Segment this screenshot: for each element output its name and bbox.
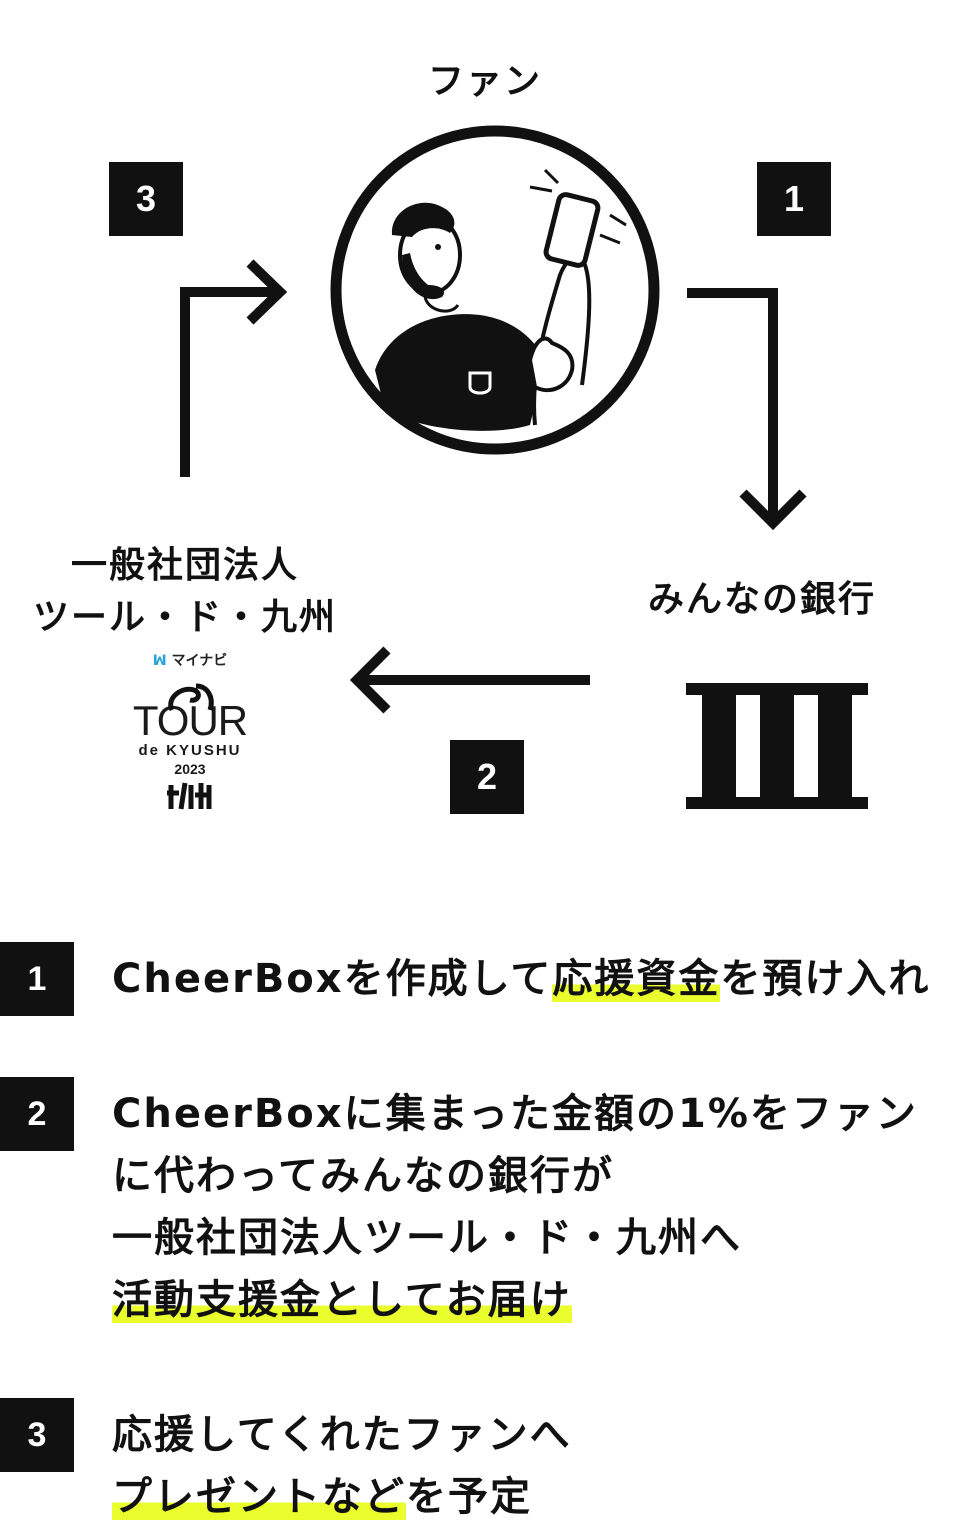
bank-logo [686, 683, 868, 809]
step-badge-2: 2 [450, 740, 524, 814]
step-2-line-2: に代わってみんなの銀行が [112, 1153, 614, 1199]
swirl-icon [168, 683, 214, 712]
kanji-mark-icon [167, 782, 212, 810]
fan-label: ファン [428, 61, 543, 102]
tour-text: TOUR [132, 697, 248, 744]
org-label-line2: ツール・ド・九州 [32, 597, 337, 638]
step-3-line-2: プレゼントなどを予定 [112, 1474, 532, 1520]
de-kyushu-text: de KYUSHU [138, 742, 242, 759]
step-2-text: CheerBoxに集まった金額の1%をファン に代わってみんなの銀行が 一般社団… [112, 1083, 918, 1331]
mynavi-mark-icon: ꟽ [152, 653, 167, 669]
step-3-text: 応援してくれたファンへ プレゼントなどを予定 [112, 1404, 572, 1528]
step-1-line-1: CheerBoxを作成して応援資金を預け入れ [112, 956, 931, 1002]
mynavi-brand: ꟽ マイナビ [128, 650, 252, 670]
step-2-line-1: CheerBoxに集まった金額の1%をファン [112, 1091, 918, 1137]
step-list-badge-3: 3 [0, 1398, 74, 1472]
org-label: 一般社団法人 ツール・ド・九州 [30, 540, 340, 644]
arrow-fan-to-bank [687, 288, 807, 531]
step-badge-1: 1 [757, 162, 831, 236]
step-2-line-3: 一般社団法人ツール・ド・九州へ [112, 1215, 742, 1261]
mynavi-brand-text: マイナビ [171, 653, 228, 669]
step-list-badge-1: 1 [0, 942, 74, 1016]
step-2-line-4: 活動支援金としてお届け [112, 1277, 572, 1323]
step-badge-3: 3 [109, 162, 183, 236]
arrow-org-to-fan [180, 259, 288, 477]
bank-label: みんなの銀行 [648, 579, 877, 620]
tour-de-kyushu-logo: ꟽ マイナビ TOUR de KYUSHU 2023 [128, 650, 252, 815]
org-label-line1: 一般社団法人 [70, 545, 299, 586]
step-list-badge-2: 2 [0, 1077, 74, 1151]
year-text: 2023 [174, 761, 206, 777]
arrow-bank-to-org [349, 646, 590, 714]
step-3-line-1: 応援してくれたファンへ [112, 1412, 572, 1458]
fan-illustration [330, 125, 660, 455]
step-1-text: CheerBoxを作成して応援資金を預け入れ [112, 948, 930, 1010]
